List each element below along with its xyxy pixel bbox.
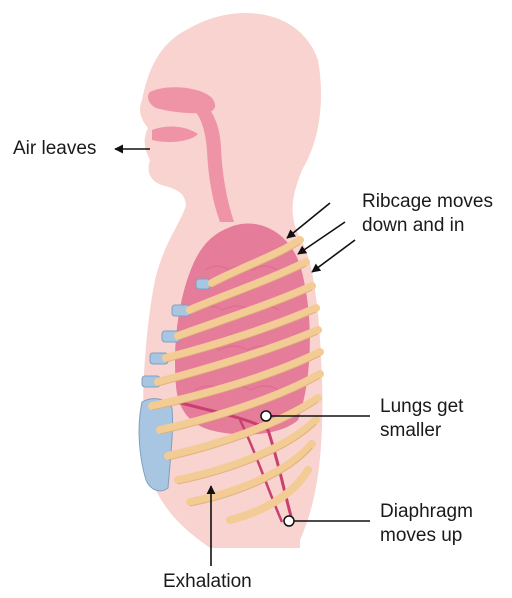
lungs-marker-dot [261,411,271,421]
sternum-cartilage [139,399,173,491]
label-exhalation: Exhalation [163,570,252,593]
label-lungs-line1: Lungs get [380,395,463,418]
label-ribcage-line1: Ribcage moves [362,190,493,213]
label-ribcage-line2: down and in [362,214,464,237]
label-lungs-line2: smaller [380,419,441,442]
diaphragm-marker-dot [284,516,294,526]
label-air-leaves: Air leaves [13,137,96,160]
label-diaphragm-line1: Diaphragm [380,500,473,523]
label-diaphragm-line2: moves up [380,524,462,547]
ribcage-arrow-2 [298,222,345,254]
ribcage-arrow-3 [312,240,355,272]
